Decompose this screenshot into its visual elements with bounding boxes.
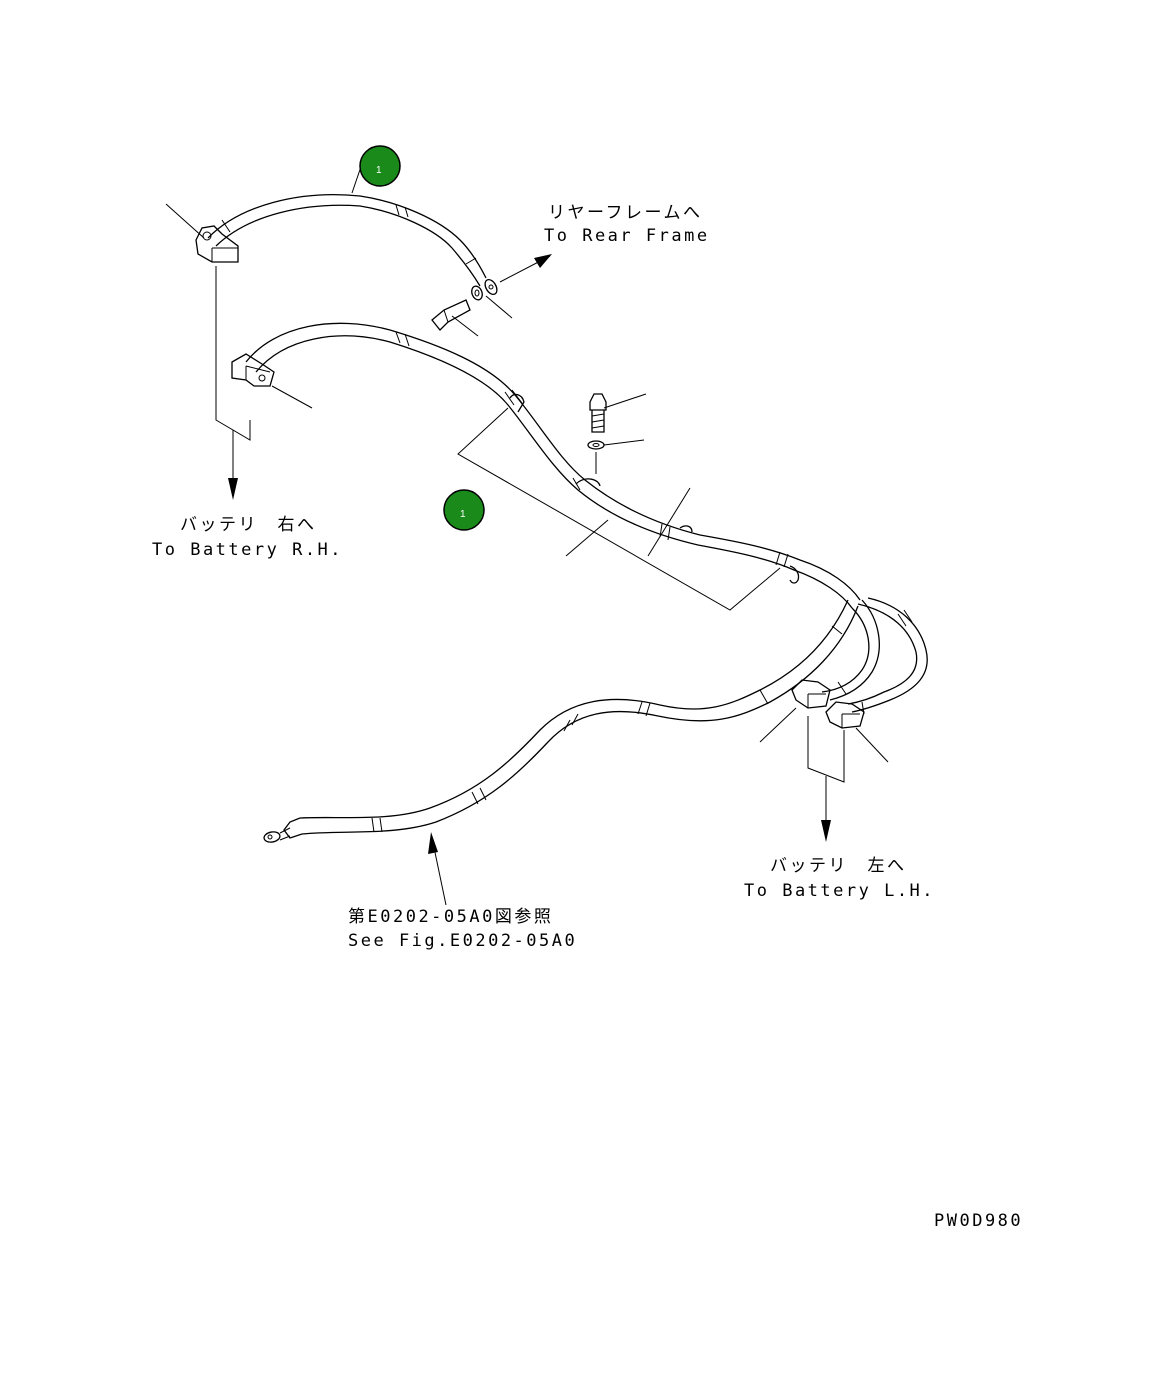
direction-arrows <box>215 254 845 906</box>
callout-circle <box>359 145 401 187</box>
label-battery-lh-jp: バッテリ 左へ <box>770 856 907 876</box>
leader-lines <box>165 151 889 763</box>
label-rear-frame-en: To Rear Frame <box>544 226 710 246</box>
upper-battery-cable <box>195 194 498 296</box>
callout-circle <box>443 489 485 531</box>
label-see-fig-jp: 第E0202-05A0図参照 <box>348 907 553 927</box>
label-battery-lh-en: To Battery L.H. <box>744 881 935 901</box>
left-battery-wires <box>791 597 928 729</box>
text-labels: リヤーフレームへ To Rear Frame バッテリ 右へ To Batter… <box>152 203 1023 1231</box>
label-see-fig-en: See Fig.E0202-05A0 <box>348 931 577 951</box>
main-battery-cable <box>231 322 861 609</box>
callout-number: 1 <box>460 509 466 520</box>
callout-badge-lower: 1 <box>443 489 485 531</box>
callout-badge-upper: 1 <box>359 145 401 187</box>
long-wire-to-see-fig <box>263 599 859 843</box>
drawing-code: PW0D980 <box>934 1211 1023 1231</box>
callout-number: 1 <box>376 165 382 176</box>
center-fasteners <box>587 393 607 474</box>
label-rear-frame-jp: リヤーフレームへ <box>548 203 702 223</box>
rear-frame-fasteners <box>431 285 483 331</box>
label-battery-rh-jp: バッテリ 右へ <box>180 515 317 535</box>
label-battery-rh-en: To Battery R.H. <box>152 540 343 560</box>
